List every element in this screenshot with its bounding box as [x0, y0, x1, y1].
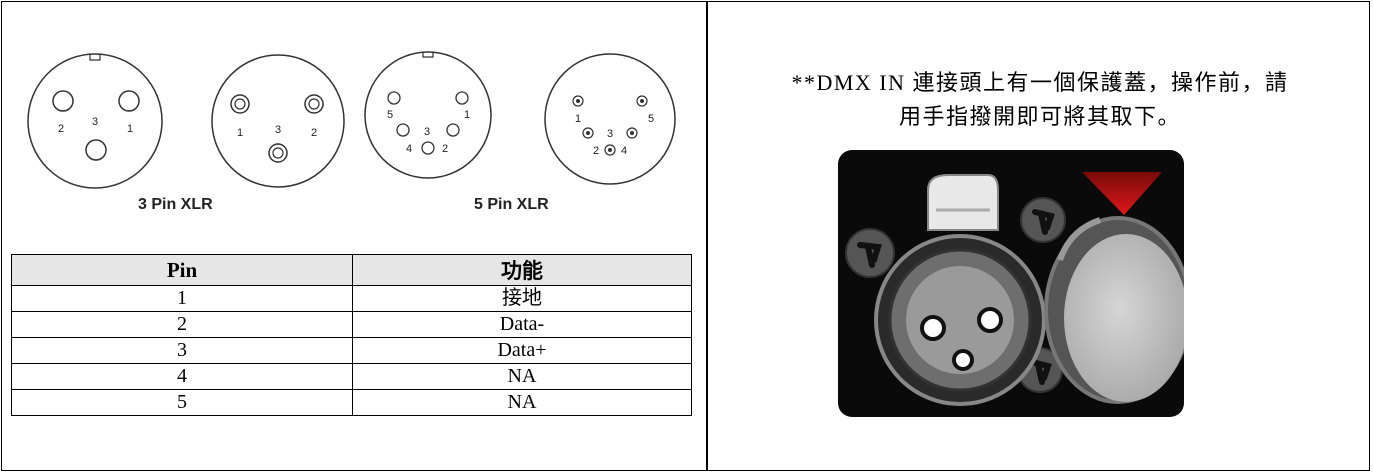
xlr-connectors-figure: 2 3 1 1 3 2 5 3 1: [27, 51, 676, 189]
red-arrow-icon: [1082, 172, 1162, 215]
note-line: **DMX IN 連接頭上有一個保護蓋，操作前，請: [791, 70, 1289, 95]
xlr3-female-pin-label: 2: [311, 127, 317, 139]
table-row: 1 接地: [11, 285, 692, 312]
xlr5-male-pin-label: 3: [424, 126, 430, 138]
pin-function-cell: Data+: [352, 337, 692, 364]
xlr3-caption: 3 Pin XLR: [138, 196, 213, 213]
dmx-in-socket-icon: [874, 234, 1046, 406]
xlr3-male-pin-label: 3: [92, 116, 98, 128]
xlr3-female-pin-label: 1: [237, 127, 243, 139]
screw-icon: [1020, 197, 1066, 243]
pin-number-cell: 1: [11, 285, 353, 312]
xlr5-female-pin-label: 2: [593, 145, 599, 157]
xlr5-male-pin-label: 4: [406, 143, 412, 155]
xlr5-female-connector: 1 3 5 2 4: [544, 53, 676, 185]
pin-number-cell: 2: [11, 311, 353, 338]
xlr3-male-pin-label: 1: [127, 123, 133, 135]
xlr3-male-pin-label: 2: [58, 123, 64, 135]
dmx-cover-note: **DMX IN 連接頭上有一個保護蓋，操作前，請 用手指撥開即可將其取下。: [720, 66, 1360, 134]
column-divider: [706, 1, 708, 471]
pin-function-cell: Data-: [352, 311, 692, 338]
xlr-connector-diagrams: 2 3 1 1 3 2 5 3 1: [8, 46, 698, 236]
screw-icon: [845, 228, 895, 278]
xlr5-caption: 5 Pin XLR: [474, 196, 549, 213]
xlr3-female-pin-label: 3: [275, 124, 281, 136]
xlr-latch-icon: [927, 174, 999, 231]
header-function: 功能: [352, 254, 692, 286]
xlr3-female-connector: 1 3 2: [211, 54, 345, 188]
note-line: 用手指撥開即可將其取下。: [898, 104, 1181, 129]
xlr5-female-pin-label: 5: [648, 113, 654, 125]
table-row: 3 Data+: [11, 337, 692, 364]
xlr5-female-pin-label: 3: [607, 128, 613, 140]
pin-number-cell: 3: [11, 337, 353, 364]
pin-function-cell: NA: [352, 363, 692, 390]
protective-cap-icon: [1044, 216, 1184, 404]
pin-function-cell: 接地: [352, 285, 692, 312]
xlr5-female-pin-label: 1: [575, 113, 581, 125]
pin-function-table: Pin 功能 1 接地 2 Data- 3 Data+ 4 NA 5 NA: [11, 254, 692, 416]
header-pin: Pin: [11, 254, 353, 286]
xlr5-male-pin-label: 1: [464, 109, 470, 121]
xlr3-male-connector: 2 3 1: [27, 53, 163, 189]
dmx-connector-photo: [838, 150, 1184, 417]
xlr5-male-pin-label: 5: [387, 109, 393, 121]
pin-function-cell: NA: [352, 389, 692, 416]
xlr5-male-connector: 5 3 1 4 2: [364, 51, 492, 179]
table-row: 5 NA: [11, 389, 692, 416]
xlr5-male-pin-label: 2: [442, 143, 448, 155]
table-row: 4 NA: [11, 363, 692, 390]
xlr5-female-pin-label: 4: [621, 145, 627, 157]
pin-number-cell: 4: [11, 363, 353, 390]
table-header-row: Pin 功能: [11, 254, 692, 286]
pin-number-cell: 5: [11, 389, 353, 416]
table-row: 2 Data-: [11, 311, 692, 338]
